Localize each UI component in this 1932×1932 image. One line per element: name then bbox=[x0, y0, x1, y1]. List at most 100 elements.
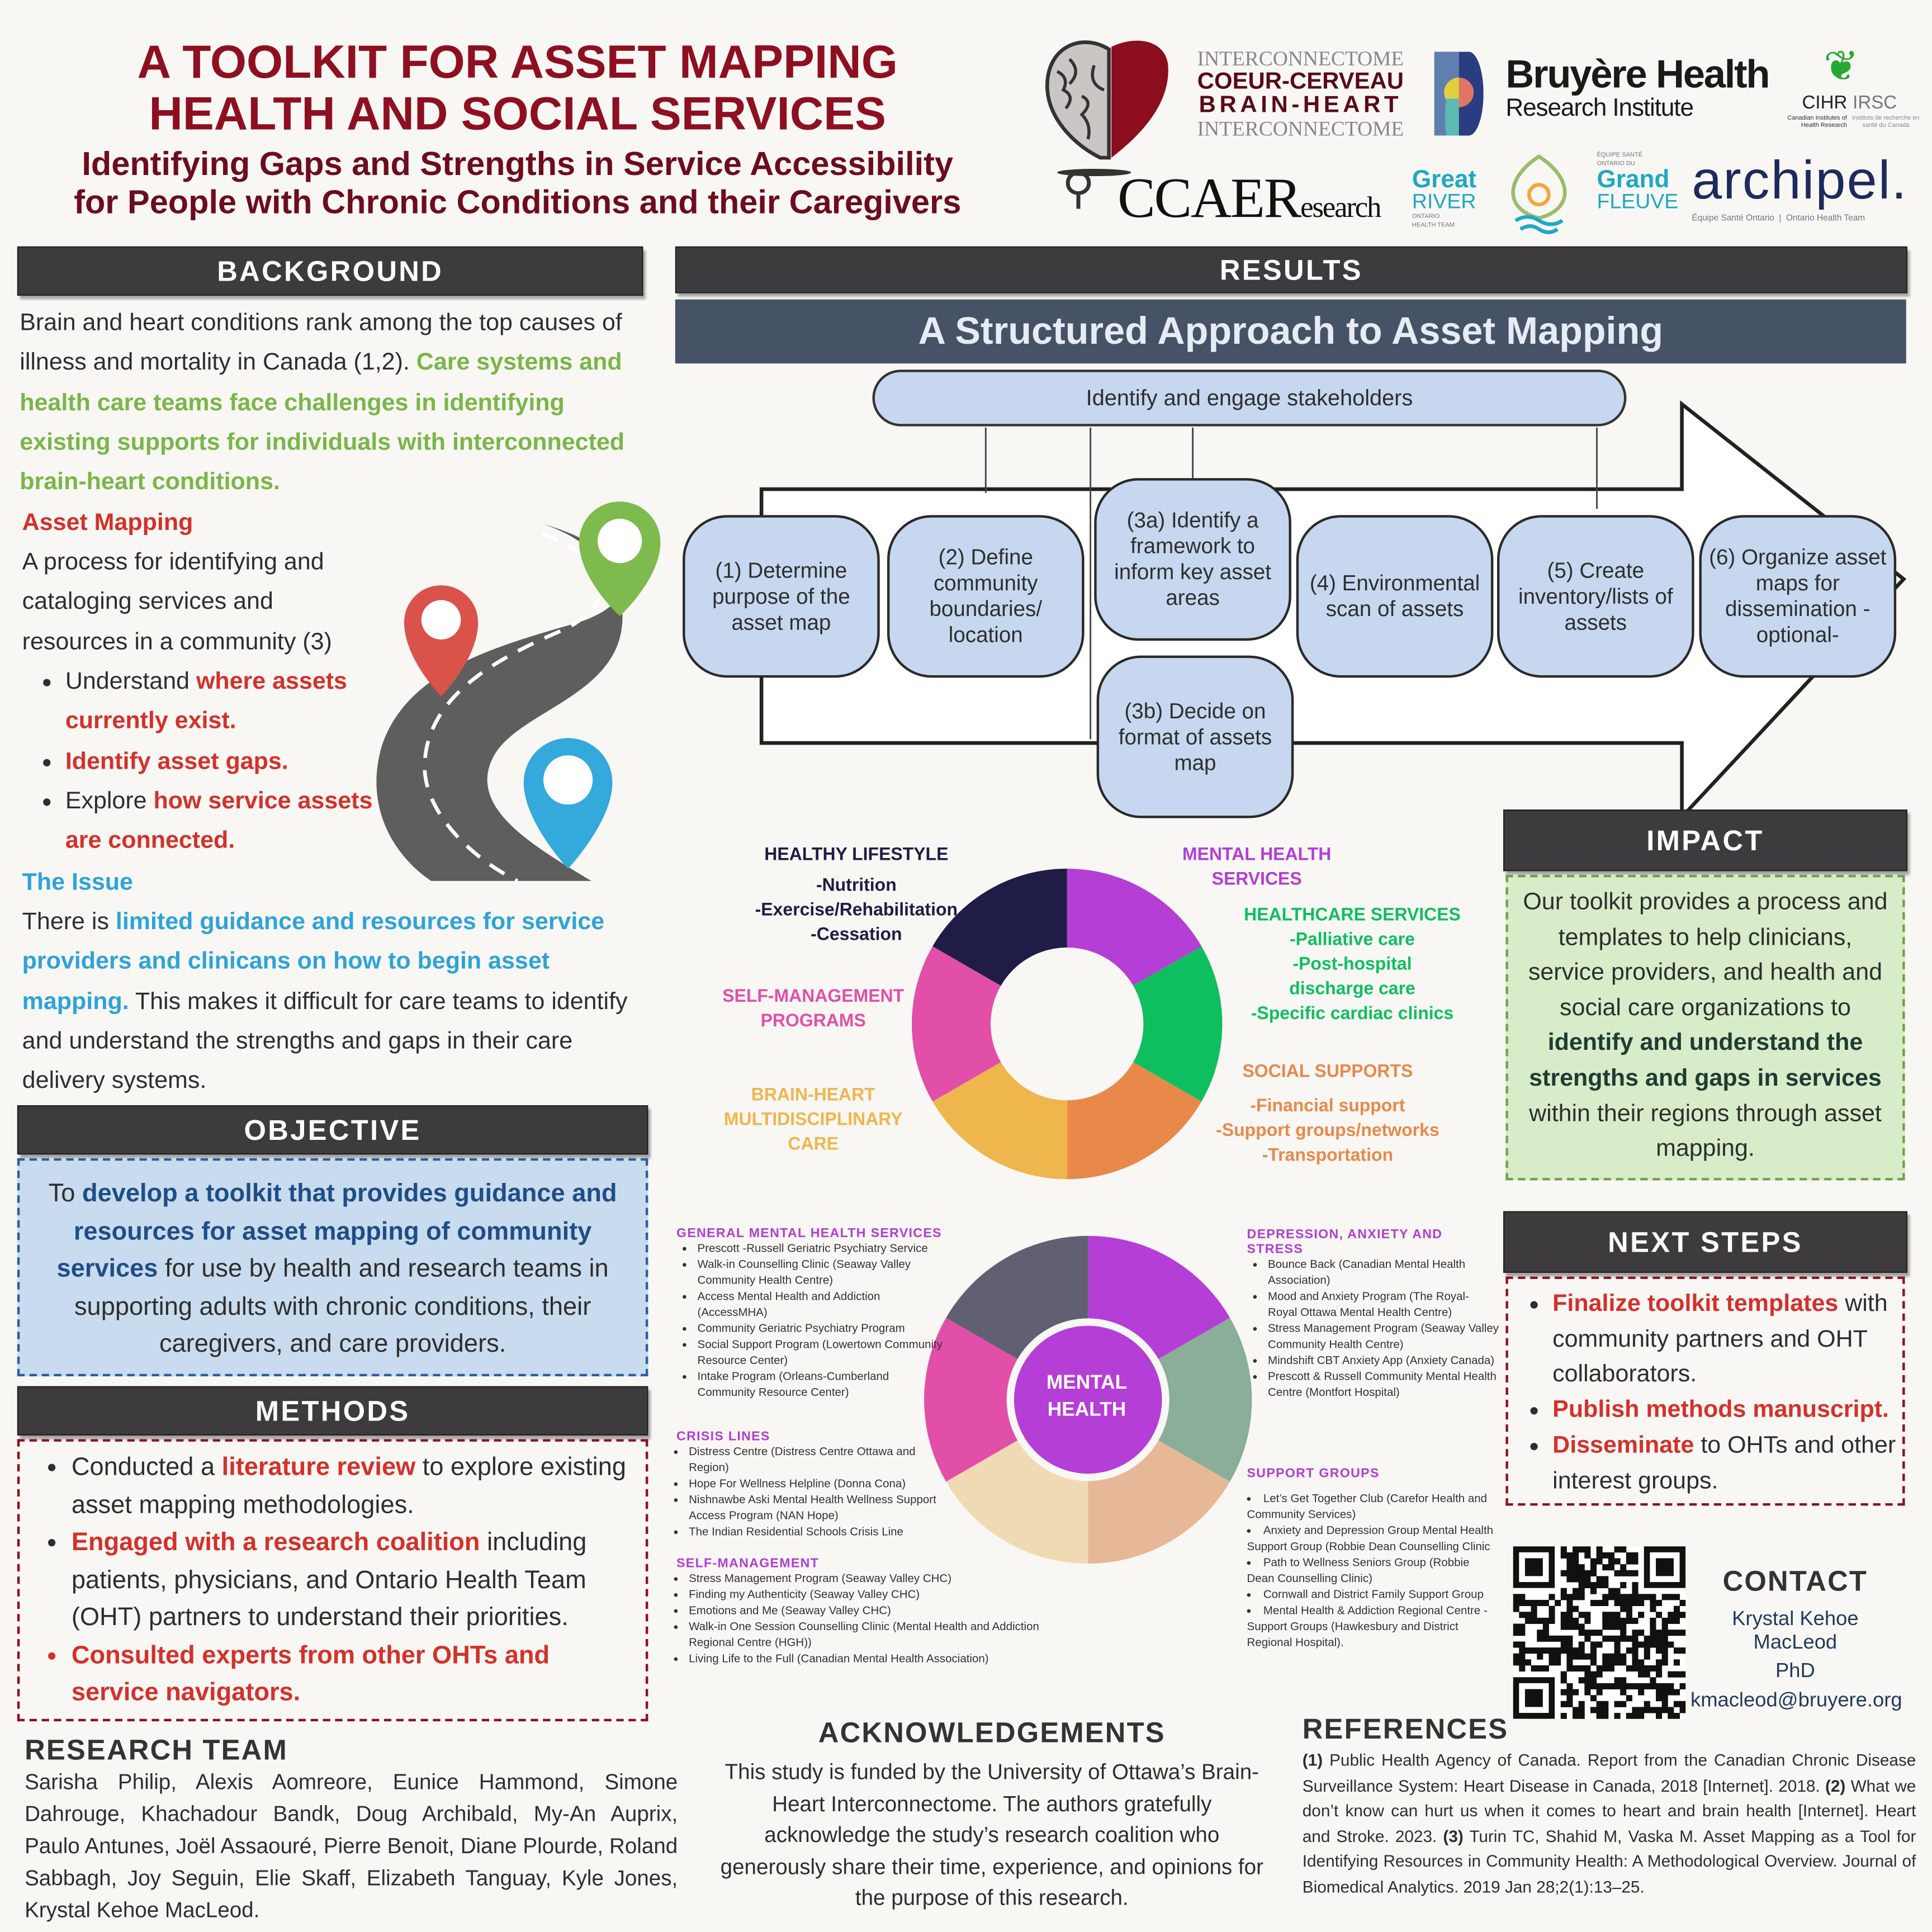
bullet-item: Explore how service assets are connected… bbox=[65, 781, 398, 860]
methods-box: Conducted a literature review to explore… bbox=[17, 1439, 648, 1722]
donut-center bbox=[1014, 1325, 1162, 1474]
issue-text-part: This makes it difficult for care teams t… bbox=[22, 987, 628, 1095]
logo-text: CIHR bbox=[1802, 92, 1848, 113]
label-item: -Transportation bbox=[1262, 1145, 1394, 1166]
identify-stakeholders-pill: Identify and engage stakeholders bbox=[872, 370, 1627, 427]
step-6: (6) Organize asset maps for disseminatio… bbox=[1699, 515, 1897, 678]
list-item: Mood and Anxiety Program (The Royal- Roy… bbox=[1268, 1289, 1499, 1320]
bullet-item: Understand where assets currently exist. bbox=[65, 662, 398, 741]
issue-title: The Issue bbox=[22, 868, 133, 896]
title-line: A TOOLKIT FOR ASSET MAPPING bbox=[137, 37, 898, 89]
contact-header: CONTACT bbox=[1722, 1565, 1868, 1597]
methods-text: Conducted a bbox=[71, 1452, 222, 1481]
impact-text: Our toolkit provides a process and templ… bbox=[1523, 888, 1888, 1021]
results-header: RESULTS bbox=[675, 246, 1907, 293]
logo-text: ONTARIO HEALTH TEAM bbox=[1412, 213, 1455, 229]
next-step-item: Finalize toolkit templates with communit… bbox=[1552, 1286, 1897, 1393]
ref-text: Turin TC, Shahid M, Vaska M. Asset Mappi… bbox=[1302, 1826, 1916, 1896]
next-step-item: Publish methods manuscript. bbox=[1552, 1393, 1897, 1428]
step-3b: (3b) Decide on format of assets map bbox=[1096, 655, 1294, 818]
green-location-pin-icon bbox=[579, 501, 661, 617]
list-title: SUPPORT GROUPS bbox=[1247, 1466, 1380, 1481]
logo-text: Research Institute bbox=[1505, 94, 1694, 122]
step-1: (1) Determine purpose of the asset map bbox=[683, 515, 880, 678]
logo-text: RIVER bbox=[1412, 190, 1476, 214]
list-item: Hope For Wellness Helpline (Donna Cona) bbox=[689, 1476, 941, 1493]
next-step-highlight: Finalize toolkit templates bbox=[1552, 1290, 1839, 1318]
contact-email[interactable]: kmacleod@bruyere.org bbox=[1690, 1689, 1902, 1712]
objective-header: OBJECTIVE bbox=[17, 1105, 648, 1155]
archipel-logo: archipel.Équipe Santé Ontario | Ontario … bbox=[1692, 150, 1908, 223]
background-text: Brain and heart conditions rank among th… bbox=[20, 309, 622, 376]
impact-highlight: identify and understand the strengths an… bbox=[1529, 1029, 1882, 1092]
donut-segment-support-groups bbox=[1158, 1318, 1252, 1482]
research-team-header: RESEARCH TEAM bbox=[25, 1734, 288, 1766]
next-step-text: with community partners and OHT collabor… bbox=[1552, 1290, 1888, 1388]
qr-code[interactable] bbox=[1513, 1546, 1686, 1719]
next-step-text: to OHTs and other interest groups. bbox=[1552, 1431, 1896, 1494]
poster-subtitle: Identifying Gaps and Strengths in Servic… bbox=[12, 145, 1022, 222]
contact-block: CONTACT Krystal Kehoe MacLeod PhD kmacle… bbox=[1690, 1565, 1902, 1712]
research-team-names: Sarisha Philip, Alexis Aomreore, Eunice … bbox=[25, 1769, 678, 1922]
bullet-text: Understand bbox=[65, 667, 196, 695]
list-item: Walk-in One Session Counselling Clinic (… bbox=[689, 1619, 1083, 1651]
red-location-pin-icon bbox=[404, 585, 479, 697]
healthcare-services-label: HEALTHCARE SERVICES-Palliative care-Post… bbox=[1232, 903, 1472, 1026]
donut-segment-healthy-lifestyle bbox=[932, 868, 1067, 986]
asset-mapping-title: Asset Mapping bbox=[22, 509, 193, 536]
label-item: -Post-hospital discharge care bbox=[1289, 955, 1415, 1000]
next-steps-header: NEXT STEPS bbox=[1503, 1211, 1907, 1273]
logo-text: esearch bbox=[1300, 192, 1381, 225]
methods-header: METHODS bbox=[17, 1386, 648, 1436]
list-item: Nishnawbe Aski Mental Health Wellness Su… bbox=[689, 1492, 941, 1524]
label-title: HEALTHY LIFESTYLE bbox=[764, 845, 949, 865]
contact-degree: PhD bbox=[1775, 1659, 1815, 1682]
list-item: Mindshift CBT Anxiety App (Anxiety Canad… bbox=[1268, 1353, 1499, 1369]
list-item: The Indian Residential Schools Crisis Li… bbox=[689, 1524, 941, 1540]
donut-segment-healthcare-services bbox=[1133, 946, 1223, 1102]
donut-segment-general-mental-health-services bbox=[946, 1235, 1088, 1360]
logo-text: Canadian Institutes of Health Research bbox=[1787, 114, 1847, 130]
next-steps-list: Finalize toolkit templates with communit… bbox=[1528, 1286, 1897, 1499]
list-item: Access Mental Health and Addiction (Acce… bbox=[698, 1289, 948, 1320]
methods-item: Conducted a literature review to explore… bbox=[72, 1449, 636, 1524]
grand-river-emblem bbox=[1498, 154, 1579, 242]
asset-mapping-definition: A process for identifying and cataloging… bbox=[22, 548, 332, 655]
support-groups-list: SUPPORT GROUPSLet’s Get Together Club (C… bbox=[1247, 1466, 1500, 1651]
donut-segment-support-groups-2 bbox=[1088, 1440, 1230, 1564]
blue-location-pin-icon bbox=[523, 738, 613, 869]
logo-text: COEUR-CERVEAU bbox=[1197, 69, 1404, 95]
list-item: Path to Wellness Seniors Group (Robbie D… bbox=[1247, 1555, 1500, 1587]
background-intro: Brain and heart conditions rank among th… bbox=[20, 303, 642, 502]
depression-anxiety-list: DEPRESSION, ANXIETY AND STRESSBounce Bac… bbox=[1247, 1227, 1500, 1401]
social-supports-label: SOCIAL SUPPORTS-Financial support-Suppor… bbox=[1208, 1060, 1448, 1168]
donut-segment-brain-heart-multidisciplinary-care bbox=[932, 1062, 1067, 1180]
list-item: Walk-in Counselling Clinic (Seaway Valle… bbox=[698, 1257, 948, 1289]
self-management-list: SELF-MANAGEMENTStress Management Program… bbox=[676, 1556, 1083, 1667]
issue-text: There is limited guidance and resources … bbox=[22, 902, 645, 1101]
list-item: Mental Health & Addiction Regional Centr… bbox=[1247, 1603, 1500, 1651]
healthy-lifestyle-label: HEALTHY LIFESTYLE-Nutrition-Exercise/Reh… bbox=[739, 843, 973, 948]
bullet-list: Distress Centre (Distress Centre Ottawa … bbox=[676, 1444, 941, 1540]
methods-text: to explore existing asset mapping method… bbox=[71, 1452, 626, 1519]
logo-text: INTERCONNECTOME bbox=[1197, 46, 1404, 70]
label-item: -Specific cardiac clinics bbox=[1251, 1004, 1454, 1024]
ccaer-logo: CCAEResearch bbox=[1117, 165, 1381, 230]
list-item: Community Geriatric Psychiatry Program bbox=[698, 1321, 948, 1337]
logo-text: INTERCONNECTOME bbox=[1197, 117, 1404, 141]
bullet-highlight: where assets currently exist. bbox=[65, 667, 347, 735]
brain-heart-care-label: BRAIN-HEART MULTIDISCIPLINARY CARE bbox=[723, 1085, 903, 1155]
ref-number: (2) bbox=[1825, 1776, 1846, 1795]
results-banner: A Structured Approach to Asset Mapping bbox=[675, 299, 1906, 364]
objective-box: To develop a toolkit that provides guida… bbox=[17, 1158, 648, 1376]
bullet-list: Prescott -Russell Geriatric Psychiatry S… bbox=[676, 1241, 948, 1401]
issue-text-part: There is bbox=[22, 908, 116, 935]
step-3a: (3a) Identify a framework to inform key … bbox=[1094, 478, 1291, 641]
list-item: Distress Centre (Distress Centre Ottawa … bbox=[689, 1444, 941, 1476]
ref-text: Public Health Agency of Canada. Report f… bbox=[1302, 1751, 1916, 1795]
methods-highlight: Engaged with a research coalition bbox=[71, 1528, 480, 1556]
